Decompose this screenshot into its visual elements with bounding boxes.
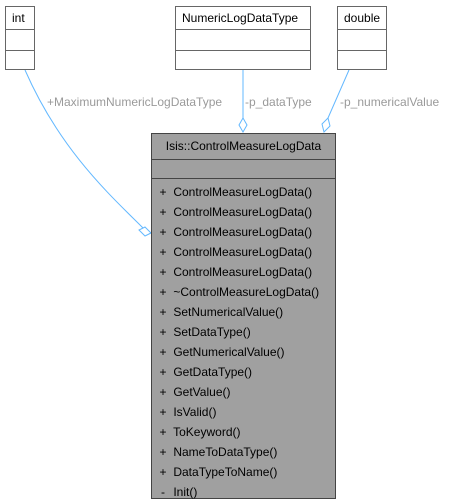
operation-row: - Init() — [152, 482, 335, 502]
operation-row: + ControlMeasureLogData() — [152, 222, 335, 242]
operation-row: + NameToDataType() — [152, 442, 335, 462]
class-double: double — [337, 6, 387, 70]
operation-name: GetDataType() — [173, 365, 253, 379]
operation-name: ControlMeasureLogData() — [173, 225, 313, 239]
operation-row: + SetDataType() — [152, 322, 335, 342]
operation-row: + ControlMeasureLogData() — [152, 202, 335, 222]
class-numeric-log-data-type: NumericLogDataType — [175, 6, 311, 70]
edge-numerical-value — [327, 69, 350, 119]
operation-row: + ToKeyword() — [152, 422, 335, 442]
label-data-type: -p_dataType — [245, 95, 312, 109]
operation-name: SetNumericalValue() — [173, 305, 284, 319]
label-maximum-numeric-log-data-type: +MaximumNumericLogDataType — [47, 95, 223, 109]
class-int-attributes — [6, 30, 34, 51]
operation-name: ControlMeasureLogData() — [173, 205, 313, 219]
aggregation-diamond-data-type — [238, 116, 248, 134]
operation-row: + ~ControlMeasureLogData() — [152, 282, 335, 302]
operation-row: + ControlMeasureLogData() — [152, 262, 335, 282]
operation-visibility: + — [159, 245, 167, 259]
operation-row: + GetDataType() — [152, 362, 335, 382]
class-numeric-log-data-type-name: NumericLogDataType — [176, 7, 310, 30]
class-numeric-log-data-type-attributes — [176, 30, 310, 51]
operation-visibility: + — [159, 425, 167, 439]
class-numeric-log-data-type-operations — [176, 51, 310, 71]
edge-maximum-numeric-log-data-type — [24, 69, 144, 229]
operation-name: ControlMeasureLogData() — [173, 185, 313, 199]
operation-name: GetNumericalValue() — [173, 345, 285, 359]
operation-visibility: + — [159, 225, 167, 239]
operation-row: + SetNumericalValue() — [152, 302, 335, 322]
operation-visibility: + — [159, 445, 167, 459]
operation-visibility: + — [159, 205, 167, 219]
operation-visibility: + — [159, 465, 167, 479]
operation-name: ControlMeasureLogData() — [173, 245, 313, 259]
operation-row: + ControlMeasureLogData() — [152, 242, 335, 262]
operation-visibility: + — [159, 305, 167, 319]
operation-visibility: - — [161, 485, 165, 499]
operation-visibility: + — [159, 405, 167, 419]
label-numerical-value: -p_numericalValue — [340, 95, 440, 109]
class-double-name: double — [338, 7, 386, 30]
operation-name: IsValid() — [173, 405, 217, 419]
operation-row: + ControlMeasureLogData() — [152, 182, 335, 202]
operation-name: ~ControlMeasureLogData() — [173, 285, 320, 299]
operation-visibility: + — [159, 345, 167, 359]
class-control-measure-log-data: Isis::ControlMeasureLogData + ControlMea… — [151, 133, 336, 499]
operation-row: + IsValid() — [152, 402, 335, 422]
operation-visibility: + — [159, 365, 167, 379]
class-double-operations — [338, 51, 386, 71]
operation-row: + GetValue() — [152, 382, 335, 402]
operation-row: + DataTypeToName() — [152, 462, 335, 482]
class-control-measure-log-data-name: Isis::ControlMeasureLogData — [152, 134, 335, 160]
operation-name: NameToDataType() — [173, 445, 278, 459]
operation-visibility: + — [159, 325, 167, 339]
operation-name: GetValue() — [173, 385, 231, 399]
operation-visibility: + — [159, 285, 167, 299]
class-control-measure-log-data-operations: + ControlMeasureLogData()+ ControlMeasur… — [152, 179, 335, 502]
class-int: int — [5, 6, 35, 70]
aggregation-diamond-numerical-value — [321, 117, 331, 133]
operation-name: DataTypeToName() — [173, 465, 278, 479]
operation-name: ToKeyword() — [173, 425, 241, 439]
class-int-name: int — [6, 7, 34, 30]
operation-row: + GetNumericalValue() — [152, 342, 335, 362]
operation-name: SetDataType() — [173, 325, 251, 339]
operation-visibility: + — [159, 185, 167, 199]
operation-name: Init() — [173, 485, 198, 499]
operation-visibility: + — [159, 385, 167, 399]
aggregation-diamond-maximum — [138, 226, 152, 237]
class-control-measure-log-data-attributes — [152, 160, 335, 179]
class-double-attributes — [338, 30, 386, 51]
operation-visibility: + — [159, 265, 167, 279]
class-int-operations — [6, 51, 34, 71]
operation-name: ControlMeasureLogData() — [173, 265, 313, 279]
